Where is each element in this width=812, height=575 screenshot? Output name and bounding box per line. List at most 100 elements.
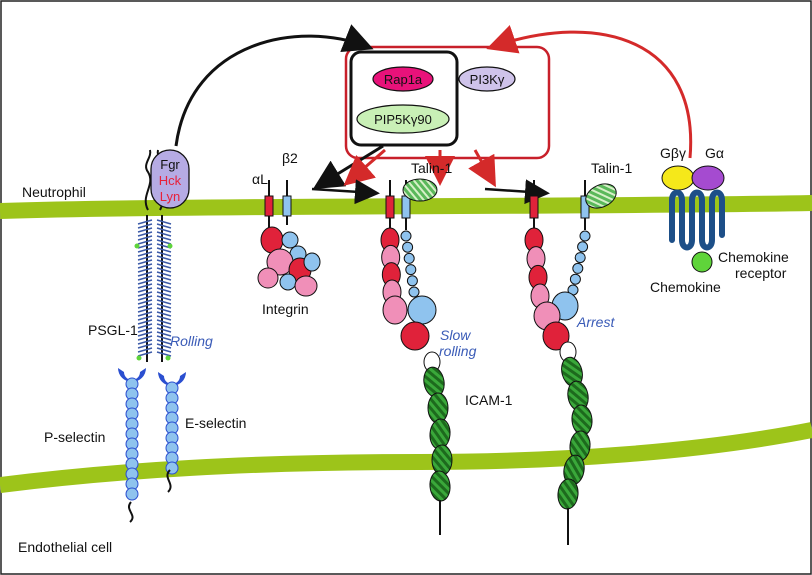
- psgl1-glycan: [137, 231, 153, 237]
- integrin-beta-domain: [408, 286, 420, 298]
- gbg-label: Gβγ: [660, 145, 686, 161]
- psgl1-glycan: [137, 279, 153, 285]
- rap1a-label: Rap1a: [384, 72, 423, 87]
- receptor-to-box-arrow: [486, 25, 693, 159]
- fgr-label: Fgr: [160, 157, 180, 172]
- pi3k-oval: [458, 66, 516, 92]
- integrin-extended-slow: [380, 180, 437, 351]
- integrin-extended-arrest: [524, 180, 591, 351]
- psgl1-glycan: [137, 243, 153, 249]
- psgl1-glycan: [137, 331, 153, 337]
- psgl1-glycan: [156, 287, 172, 293]
- psgl1-glycan: [156, 267, 172, 273]
- psgl1-glycan: [156, 351, 172, 357]
- e-selectin: [158, 372, 186, 493]
- psgl1-glycan: [156, 219, 172, 225]
- psgl1-glycan: [156, 311, 172, 317]
- icam1-label: ICAM-1: [465, 392, 513, 408]
- psgl1-glycan: [156, 263, 172, 269]
- psgl1-glycan: [156, 227, 172, 233]
- integrin-beta-domain: [577, 241, 589, 253]
- psgl1-glycan: [137, 307, 153, 313]
- psgl1-glycan: [137, 223, 153, 229]
- integrin-beta-domain: [403, 252, 415, 264]
- psgl1-glycan: [156, 271, 172, 277]
- psgl1-glycan: [137, 287, 153, 293]
- psgl1-glycan: [156, 295, 172, 301]
- p-selectin-domain: [125, 487, 139, 501]
- psgl1-glycan: [137, 275, 153, 281]
- psgl1-dimer: [134, 149, 173, 362]
- psgl1-glycan: [156, 343, 172, 349]
- integrin-beta-domain: [579, 230, 591, 242]
- psgl1-glycan: [156, 235, 172, 241]
- icam1-domain: [427, 392, 449, 424]
- beta2-label: β2: [282, 150, 298, 166]
- psgl1-glycan: [156, 239, 172, 245]
- endothelial-cell-label: Endothelial cell: [18, 539, 112, 555]
- integrin-beta-domain: [405, 264, 417, 276]
- integrin-beta-domain: [400, 230, 412, 242]
- icam1-domain: [429, 470, 451, 502]
- psgl1-glycan: [156, 303, 172, 309]
- chemokine-receptor-label-2: receptor: [735, 265, 787, 281]
- icam1-chain-arrest: [557, 341, 593, 545]
- psgl1-glycan: [137, 303, 153, 309]
- e-selectin-label: E-selectin: [185, 415, 246, 431]
- red-arrow-right: [468, 149, 496, 188]
- psgl1-glycan: [137, 227, 153, 233]
- psgl1-glycan: [137, 271, 153, 277]
- talin1-label-b: Talin-1: [591, 160, 632, 176]
- pip5k-oval: [356, 104, 450, 134]
- arrest-label: Arrest: [576, 314, 615, 330]
- psgl1-glycan: [137, 219, 153, 225]
- psgl1-glycan: [137, 299, 153, 305]
- psgl1-glycan: [137, 263, 153, 269]
- step-arrow-1: [311, 179, 380, 205]
- psgl1-glycan: [156, 299, 172, 305]
- pip5k-label: PIP5Kγ90: [374, 112, 432, 127]
- psgl1-glycan: [156, 251, 172, 257]
- psgl1-glycan: [137, 235, 153, 241]
- psgl1-glycan: [156, 291, 172, 297]
- integrin-bent: [257, 180, 321, 297]
- rap1a-oval: [372, 66, 434, 92]
- psgl1-glycan: [137, 283, 153, 289]
- psgl1-glycan: [156, 331, 172, 337]
- chemokine-dot: [691, 251, 713, 273]
- chemokine-receptor: [669, 189, 725, 251]
- psgl1-glycan: [137, 323, 153, 329]
- psgl1-glycan: [156, 259, 172, 265]
- gbg-oval: [661, 165, 695, 191]
- integrin-beta-domain: [572, 262, 584, 274]
- hck-label: Hck: [159, 173, 182, 188]
- talin1-label-a: Talin-1: [411, 160, 452, 176]
- psgl1-glycan: [137, 239, 153, 245]
- endothelial-membrane: [0, 422, 812, 493]
- neutrophil-label: Neutrophil: [22, 184, 86, 200]
- icam1-chain-slow: [423, 351, 453, 535]
- icam1-domain: [423, 366, 445, 398]
- psgl1-glycan: [156, 319, 172, 325]
- chemokine-receptor-label-1: Chemokine: [718, 249, 789, 265]
- psgl1-glycan: [156, 327, 172, 333]
- psgl1-glycan: [137, 339, 153, 345]
- psgl1-glycan: [156, 323, 172, 329]
- rolling-label-2: rolling: [439, 343, 477, 359]
- psgl1-glycan: [137, 255, 153, 261]
- integrin-label: Integrin: [262, 301, 309, 317]
- icam1-domain: [557, 478, 579, 510]
- chemokine-label: Chemokine: [650, 279, 721, 295]
- talin1-b: [585, 183, 617, 209]
- psgl1-glycan: [137, 319, 153, 325]
- psgl1-glycan: [156, 335, 172, 341]
- p-selectin-label: P-selectin: [44, 429, 105, 445]
- psgl1-glycan: [137, 315, 153, 321]
- psgl1-glycan: [156, 231, 172, 237]
- integrin-beta-domain: [402, 241, 414, 253]
- alpha-l-label: αL: [252, 171, 268, 187]
- rolling-label: Rolling: [170, 333, 213, 349]
- psgl1-glycan: [156, 339, 172, 345]
